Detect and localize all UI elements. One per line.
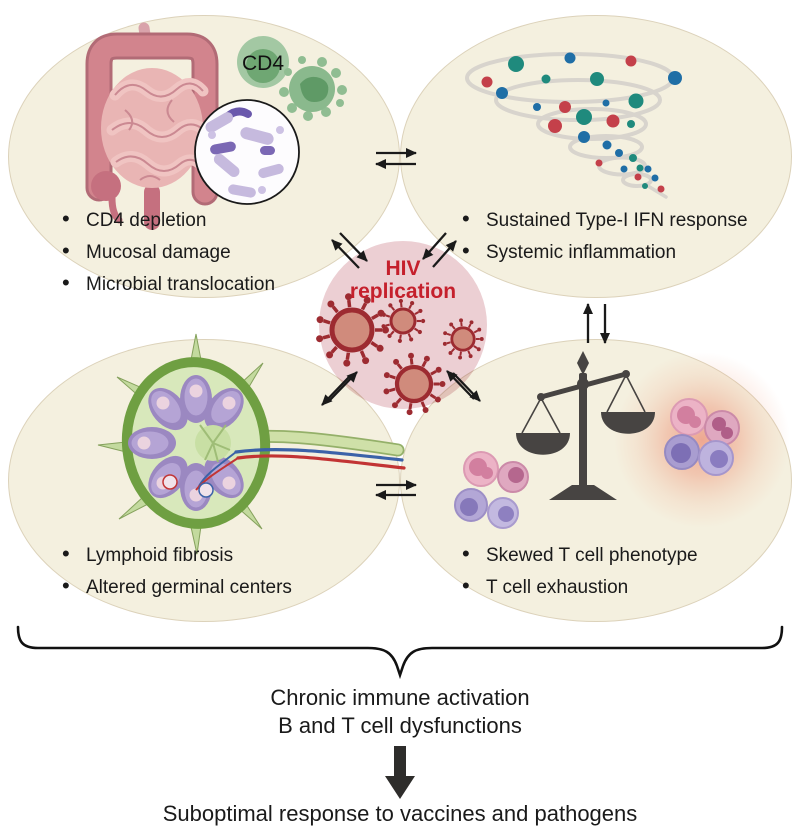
- arrow-center-tr-out: [432, 240, 457, 268]
- t-cell-cluster-left: [454, 451, 529, 529]
- green-virus-icon: [279, 56, 347, 121]
- bullet-item: • Mucosal damage: [60, 236, 275, 268]
- bullet-text: Systemic inflammation: [486, 242, 677, 263]
- arrow-center-tl-out: [331, 239, 360, 269]
- bullet-text: T cell exhaustion: [486, 577, 629, 598]
- bullet-marker: •: [462, 541, 470, 566]
- intestine-illustration: [85, 22, 219, 230]
- bullet-item: • Systemic inflammation: [460, 236, 748, 268]
- bullet-text: Sustained Type-I IFN response: [486, 210, 748, 231]
- bullet-marker: •: [62, 206, 70, 231]
- curly-brace: [16, 625, 784, 680]
- lymph-bullet-list: • Lymphoid fibrosis • Altered germinal cen…: [60, 539, 292, 603]
- bullet-marker: •: [462, 238, 470, 263]
- exchange-arrows: [321, 148, 610, 500]
- bullet-item: • Sustained Type-I IFN response: [460, 204, 748, 236]
- microbes-magnifier-icon: [194, 99, 300, 205]
- bullet-text: Lymphoid fibrosis: [86, 545, 234, 566]
- bullet-item: • Skewed T cell phenotype: [460, 539, 698, 571]
- bullet-text: Altered germinal centers: [86, 577, 292, 598]
- bullet-text: CD4 depletion: [86, 210, 207, 231]
- arrow-center-tl-in: [339, 232, 368, 262]
- cytokine-dots: [481, 52, 682, 193]
- ifn-bullet-list: • Sustained Type-I IFN response • Systemic…: [460, 204, 748, 268]
- bullet-item: • Lymphoid fibrosis: [60, 539, 292, 571]
- bullet-item: • T cell exhaustion: [460, 571, 698, 603]
- balance-scale-icon: [516, 351, 655, 500]
- hiv-replication-label: HIV replication: [349, 257, 457, 303]
- down-arrow: [385, 746, 415, 799]
- cd4-cell-icon: CD4: [237, 36, 289, 88]
- arrow-center-br-out: [452, 372, 481, 402]
- cytokine-spiral-icon: [465, 52, 682, 199]
- bullet-item: • Altered germinal centers: [60, 571, 292, 603]
- bullet-item: • CD4 depletion: [60, 204, 275, 236]
- inflammation-glow: [614, 352, 790, 528]
- bullet-text: Skewed T cell phenotype: [486, 545, 698, 566]
- bullet-marker: •: [462, 206, 470, 231]
- final-outcome-line: Suboptimal response to vaccines and path…: [162, 801, 638, 826]
- outcome-line-2: B and T cell dysfunctions: [278, 713, 522, 738]
- hiv-virion-icons: [316, 293, 486, 415]
- t-cell-cluster-right: [664, 398, 740, 476]
- outcome-line-1: Chronic immune activation: [270, 685, 530, 710]
- arrow-center-tr-in: [422, 232, 447, 260]
- arrow-center-bl-in: [329, 371, 358, 401]
- gut-bullet-list: • CD4 depletion • Mucosal damage • Microbia…: [60, 204, 275, 300]
- bullet-text: Mucosal damage: [86, 242, 231, 263]
- tcell-bullet-list: • Skewed T cell phenotype • T cell exhaust…: [460, 539, 698, 603]
- bullet-marker: •: [62, 541, 70, 566]
- bullet-text: Microbial translocation: [86, 274, 276, 295]
- bullet-marker: •: [62, 238, 70, 263]
- cd4-label: CD4: [242, 52, 284, 75]
- bullet-marker: •: [62, 573, 70, 598]
- arrow-center-br-in: [446, 370, 475, 400]
- bullet-marker: •: [462, 573, 470, 598]
- bullet-item: • Microbial translocation: [60, 268, 275, 300]
- bullet-marker: •: [62, 270, 70, 295]
- lymph-node-icon: [97, 333, 406, 555]
- arrow-center-bl-out: [321, 376, 350, 406]
